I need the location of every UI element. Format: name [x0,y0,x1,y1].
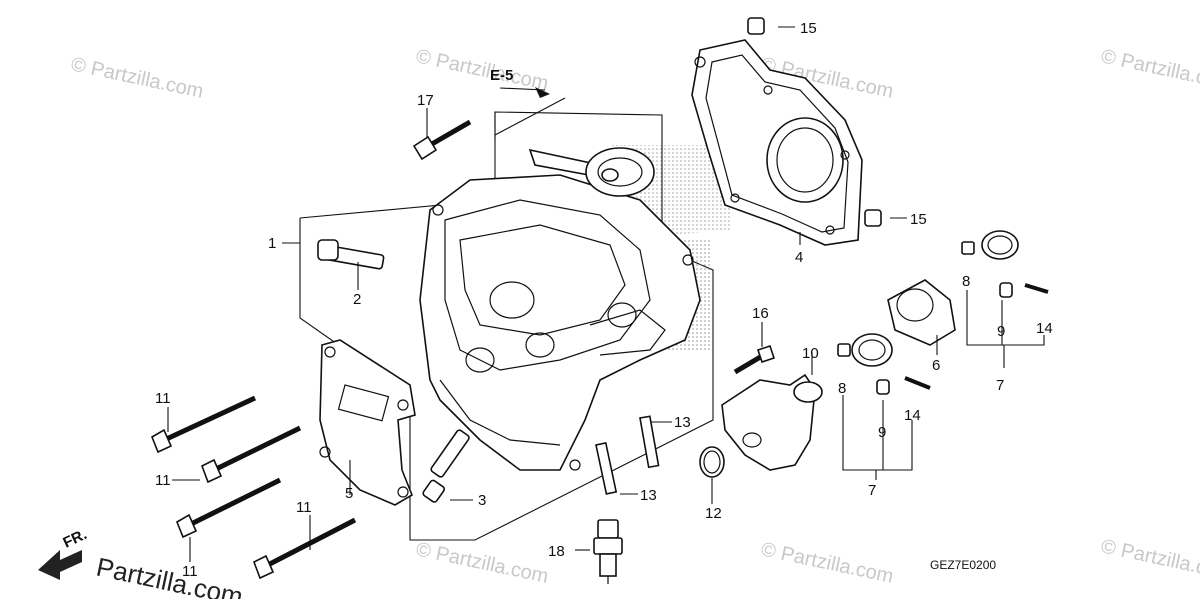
diagram-ref-code: GEZ7E0200 [930,558,996,572]
callout-4[interactable]: 4 [795,249,803,266]
callout-11-b[interactable]: 11 [155,472,171,489]
studs [595,415,660,495]
watermark: © Partzilla.com [414,45,550,95]
long-bolts [151,395,357,580]
clamp [851,230,1019,367]
front-direction-indicator: FR. [38,526,90,580]
intake-pipe [721,373,823,471]
watermark: © Partzilla.com [1099,535,1200,585]
callout-6[interactable]: 6 [932,357,940,374]
dowel-pin [747,17,882,227]
valve-bolt [317,239,385,270]
pipe-bolt [733,344,776,375]
callout-17[interactable]: 17 [417,92,434,109]
callout-15-top[interactable]: 15 [800,20,817,37]
watermark: © Partzilla.com [1099,45,1200,95]
leader-lines [167,26,1045,562]
spark-plug [593,519,623,584]
head-gasket [691,39,863,246]
callout-11-c[interactable]: 11 [182,563,198,580]
callout-11-a[interactable]: 11 [155,390,171,407]
footer-brand: Partzilla.com [94,552,246,599]
callout-13-b[interactable]: 13 [640,487,657,504]
small-hardware [837,241,1049,395]
callout-8-left[interactable]: 8 [838,380,846,397]
o-ring [699,446,725,478]
callout-9-right[interactable]: 9 [997,323,1005,340]
flange-bolt [412,119,472,161]
callout-16[interactable]: 16 [752,305,769,322]
watermark: © Partzilla.com [69,53,205,103]
cylinder-head [419,145,735,471]
callout-3[interactable]: 3 [478,492,486,509]
callout-2[interactable]: 2 [353,291,361,308]
callout-15-mid[interactable]: 15 [910,211,927,228]
callout-13-a[interactable]: 13 [674,414,691,431]
callout-1[interactable]: 1 [268,235,276,252]
watermark: © Partzilla.com [414,538,550,588]
callout-5[interactable]: 5 [345,485,353,502]
side-plate [319,339,416,506]
callout-10[interactable]: 10 [802,345,819,362]
callout-14-left[interactable]: 14 [904,407,921,424]
callout-7-left[interactable]: 7 [868,482,876,499]
callout-12[interactable]: 12 [705,505,722,522]
callout-7-right[interactable]: 7 [996,377,1004,394]
callout-11-d[interactable]: 11 [296,499,312,516]
e5-reference: E-5 [490,67,566,136]
callout-14-right[interactable]: 14 [1036,320,1053,337]
stud-bolt [422,429,470,503]
front-label: FR. [61,526,90,552]
callout-18[interactable]: 18 [548,543,565,560]
ref-link-label[interactable]: E-5 [490,67,513,84]
callout-9-left[interactable]: 9 [878,424,886,441]
insulator [887,279,956,346]
watermark: © Partzilla.com [759,538,895,588]
callout-8-right[interactable]: 8 [962,273,970,290]
callouts: 1 2 3 4 5 6 7 7 8 8 9 9 10 11 11 11 11 1… [155,20,1053,580]
